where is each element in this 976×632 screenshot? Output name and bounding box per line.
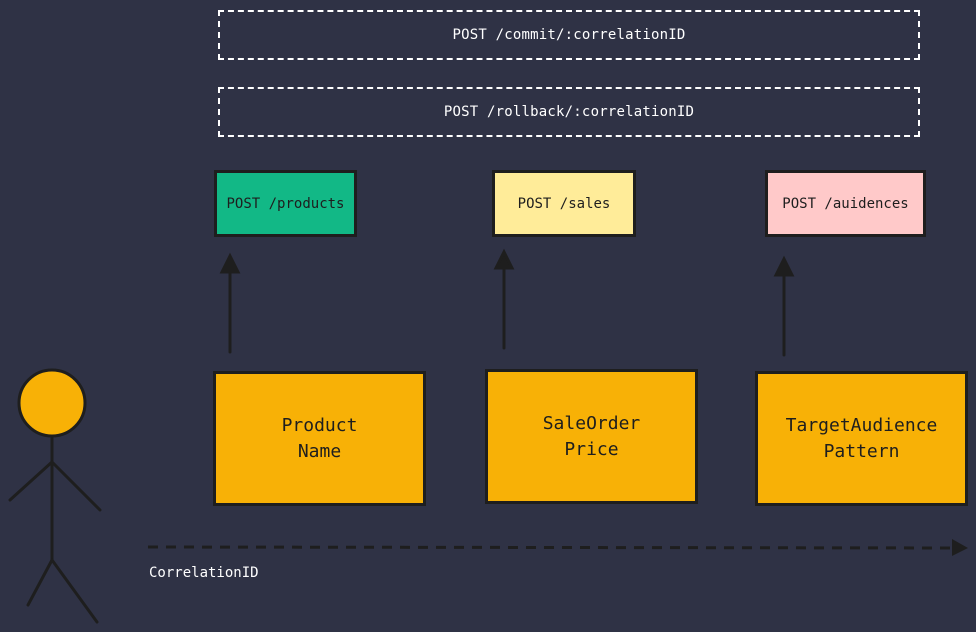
product-up-arrow [219, 252, 241, 354]
products-endpoint: POST /products [214, 170, 357, 237]
audiences-endpoint-label: POST /auidences [782, 195, 909, 212]
audiences-endpoint: POST /auidences [765, 170, 926, 237]
product-entity-field: Name [297, 440, 342, 462]
target-audience-entity-field: Pattern [823, 440, 900, 462]
audience-up-arrow [773, 255, 795, 357]
commit-endpoint-box: POST /commit/:correlationID [218, 10, 920, 60]
products-endpoint-label: POST /products [226, 195, 345, 212]
sales-endpoint: POST /sales [492, 170, 636, 237]
target-audience-entity-title: TargetAudience [785, 414, 938, 436]
sale-up-arrow [493, 248, 515, 350]
correlation-id-label: CorrelationID [149, 565, 259, 581]
product-entity: Product Name [213, 371, 426, 506]
rollback-endpoint-box: POST /rollback/:correlationID [218, 87, 920, 137]
actor-figure [8, 368, 102, 624]
target-audience-entity: TargetAudience Pattern [755, 371, 968, 506]
product-entity-title: Product [281, 414, 358, 436]
sale-order-entity: SaleOrder Price [485, 369, 698, 504]
sale-order-entity-title: SaleOrder [542, 412, 641, 434]
commit-endpoint-label: POST /commit/:correlationID [452, 27, 686, 43]
sale-order-entity-field: Price [564, 438, 619, 460]
sales-endpoint-label: POST /sales [517, 195, 611, 212]
correlation-timeline-arrow [147, 539, 968, 556]
rollback-endpoint-label: POST /rollback/:correlationID [443, 104, 695, 120]
